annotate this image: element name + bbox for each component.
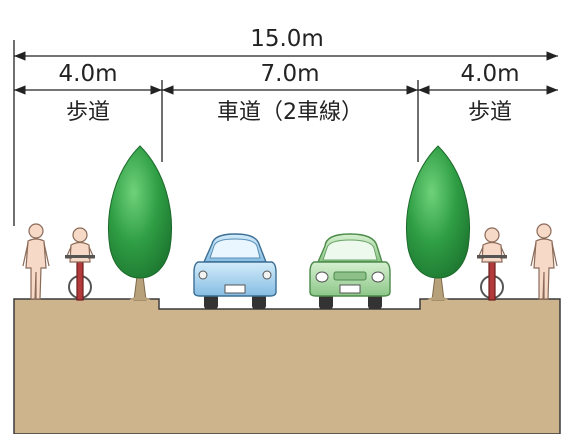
left-sidewalk-width-label: 4.0m xyxy=(59,61,118,87)
dimension-lines xyxy=(13,40,558,226)
left-sidewalk-label: 歩道 xyxy=(66,100,110,125)
pedestrian-icon xyxy=(530,223,558,300)
roadway-width-label: 7.0m xyxy=(261,61,320,87)
total-width-label: 15.0m xyxy=(250,26,324,52)
cyclist-icon xyxy=(477,227,507,301)
ground xyxy=(13,298,561,434)
cyclist-icon xyxy=(65,227,95,301)
car-icon xyxy=(193,233,277,309)
car-icon xyxy=(309,233,391,309)
right-sidewalk-width-label: 4.0m xyxy=(461,61,520,87)
roadway-label: 車道（2車線） xyxy=(217,100,363,125)
pedestrian-icon xyxy=(22,223,50,300)
right-sidewalk-label: 歩道 xyxy=(468,100,512,125)
tree-icon xyxy=(405,145,471,301)
tree-icon xyxy=(107,145,173,301)
